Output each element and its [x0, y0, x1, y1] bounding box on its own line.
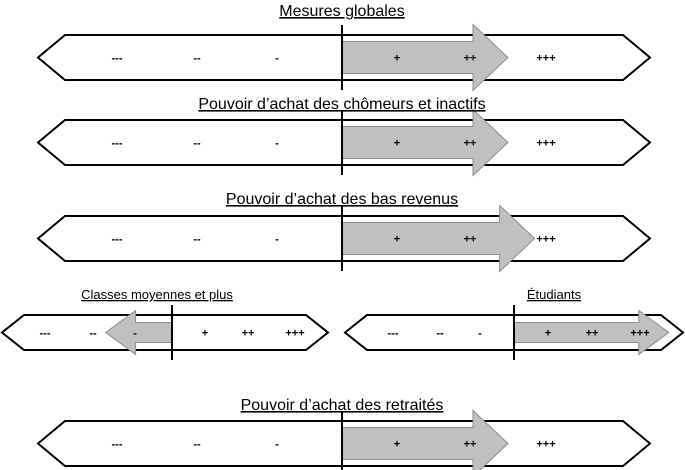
impact-scale: ------++++++Pouvoir d’achat des chômeurs… [36, 96, 652, 177]
scale-label: -- [436, 328, 444, 340]
impact-scale: ------++++++Mesures globales [36, 3, 652, 92]
impact-scale: ------++++++Étudiants [343, 287, 685, 360]
scale-label: - [478, 328, 482, 340]
scale-label: +++ [536, 53, 555, 65]
scale-label: + [394, 53, 400, 65]
impact-arrow [341, 204, 536, 273]
scale-label: +++ [630, 328, 649, 340]
impact-arrow [513, 309, 670, 356]
scale-label: ++ [586, 328, 599, 340]
scale-title: Pouvoir d’achat des bas revenus [226, 191, 458, 208]
scale-label: - [275, 439, 279, 451]
scale-label: --- [112, 234, 123, 246]
scale-label: -- [193, 53, 201, 65]
scale-label: + [545, 328, 551, 340]
scale-label: --- [112, 138, 123, 150]
scale-label: +++ [536, 234, 555, 246]
scale-label: -- [193, 439, 201, 451]
scale-label: - [275, 234, 279, 246]
scale-label: ++ [464, 439, 477, 451]
impact-scale: ------++++++Classes moyennes et plus [0, 287, 330, 360]
scale-title: Mesures globales [279, 3, 404, 20]
scale-label: --- [112, 53, 123, 65]
scale-label: + [394, 234, 400, 246]
impact-arrow [341, 23, 509, 92]
scale-label: + [202, 328, 208, 340]
scale-label: +++ [285, 328, 304, 340]
scale-label: - [133, 328, 137, 340]
scale-label: +++ [536, 138, 555, 150]
scale-label: ++ [242, 328, 255, 340]
scale-label: -- [193, 138, 201, 150]
scale-label: -- [193, 234, 201, 246]
scale-title: Classes moyennes et plus [81, 287, 233, 302]
scale-label: --- [112, 439, 123, 451]
scale-label: ++ [464, 138, 477, 150]
scale-label: - [275, 138, 279, 150]
scale-label: -- [89, 328, 97, 340]
scale-label: --- [40, 328, 51, 340]
scale-label: --- [388, 328, 399, 340]
scale-label: ++ [464, 234, 477, 246]
scale-label: +++ [536, 439, 555, 451]
scale-label: + [394, 138, 400, 150]
impact-arrow [341, 409, 509, 470]
impact-arrow [104, 309, 173, 356]
scale-label: + [394, 439, 400, 451]
scale-title: Pouvoir d’achat des chômeurs et inactifs [198, 96, 485, 113]
scale-label: - [275, 53, 279, 65]
impact-scale: ------++++++Pouvoir d’achat des retraité… [36, 397, 652, 470]
scale-label: ++ [464, 53, 477, 65]
impact-arrow [341, 108, 509, 177]
scale-title: Pouvoir d’achat des retraités [241, 397, 444, 414]
scale-title: Étudiants [527, 287, 582, 302]
impact-scale: ------++++++Pouvoir d’achat des bas reve… [36, 191, 652, 273]
